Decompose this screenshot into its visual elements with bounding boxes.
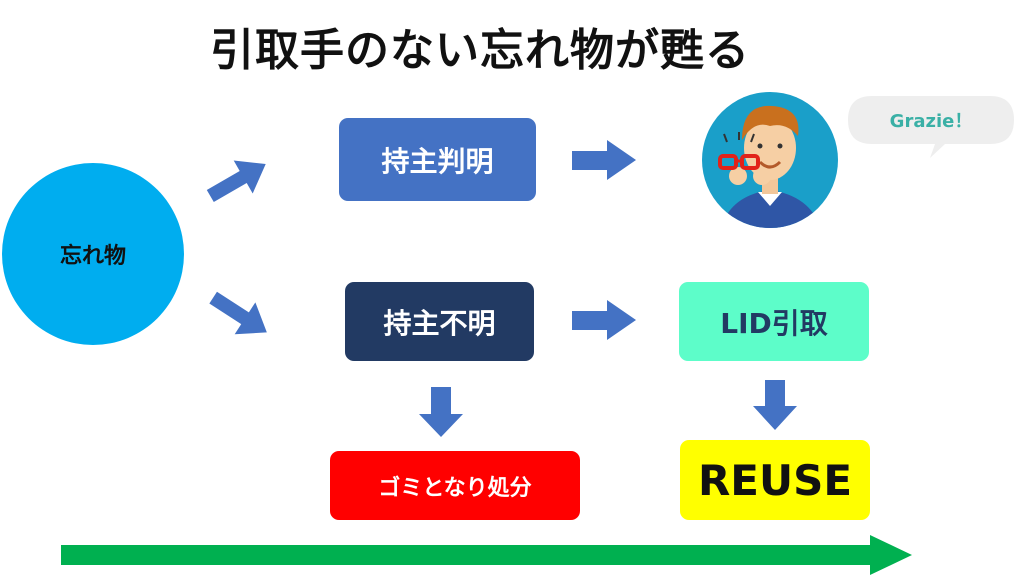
disposal-node: ゴミとなり処分 (330, 451, 580, 520)
owner-identified-label: 持主判明 (381, 144, 494, 178)
speech-bubble: Grazie！ (848, 96, 1014, 158)
person-with-glasses-icon (702, 92, 838, 228)
arrow-down-icon (419, 387, 463, 437)
arrow-right-icon (572, 300, 636, 340)
disposal-label: ゴミとなり処分 (378, 475, 532, 501)
lost-item-node: 忘れ物 (2, 163, 184, 345)
timeline-arrow-icon (61, 535, 912, 575)
arrow-right-icon (572, 140, 636, 180)
page-title: 引取手のない忘れ物が甦る (210, 25, 750, 76)
lid-pickup-node: LID引取 (679, 282, 869, 361)
owner-identified-node: 持主判明 (339, 118, 536, 201)
lid-pickup-label: LID引取 (720, 306, 828, 340)
speech-bubble-text: Grazie！ (890, 111, 973, 132)
reuse-label: REUSE (697, 455, 853, 505)
arrow-down-icon (753, 380, 797, 430)
arrow-up-right-icon (206, 160, 266, 203)
owner-unknown-node: 持主不明 (345, 282, 534, 361)
lost-item-label: 忘れ物 (59, 244, 126, 269)
arrow-down-right-icon (209, 291, 267, 335)
owner-unknown-label: 持主不明 (383, 306, 496, 340)
reuse-node: REUSE (680, 440, 870, 520)
